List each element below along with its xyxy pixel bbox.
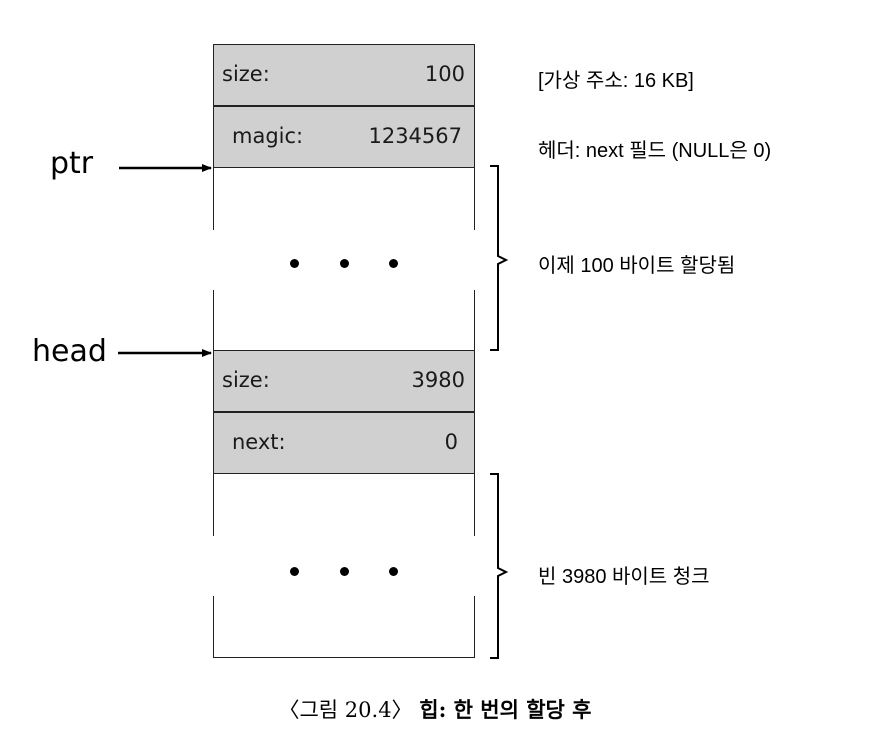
- free-left-wall-top: [213, 474, 214, 536]
- free-size-cell: size: 3980: [213, 350, 475, 412]
- ellipsis-dot: [290, 259, 299, 268]
- free-chunk-note: 빈 3980 바이트 청크: [538, 566, 710, 588]
- allocated-left-wall-bottom: [213, 290, 214, 350]
- ellipsis-dot: [340, 259, 349, 268]
- free-right-wall-bottom: [474, 596, 475, 658]
- magic-value: 1234567: [368, 124, 462, 148]
- magic-key: magic:: [232, 124, 304, 148]
- magic-cell: magic: 1234567: [213, 106, 475, 168]
- ellipsis-dot: [389, 567, 398, 576]
- used-size-key: size:: [222, 62, 270, 86]
- caption-prefix: 〈그림 20.4〉: [278, 698, 413, 722]
- ellipsis-dot: [290, 567, 299, 576]
- ellipsis-dot: [389, 259, 398, 268]
- free-right-wall-top: [474, 474, 475, 536]
- used-size-value: 100: [424, 62, 465, 86]
- next-key: next:: [232, 430, 286, 454]
- free-bottom-edge: [213, 657, 475, 658]
- ptr-label: ptr: [50, 146, 94, 181]
- allocated-note: 이제 100 바이트 할당됨: [538, 255, 736, 277]
- allocated-right-wall-bottom: [474, 290, 475, 350]
- virtual-address-note: [가상 주소: 16 KB]: [538, 70, 694, 92]
- figure-caption: 〈그림 20.4〉 힙: 한 번의 할당 후: [0, 694, 870, 724]
- next-value: 0: [444, 430, 458, 454]
- head-label: head: [32, 334, 107, 369]
- free-size-key: size:: [222, 368, 270, 392]
- free-brace: [490, 473, 509, 659]
- allocated-brace: [490, 165, 509, 351]
- next-cell: next: 0: [213, 412, 475, 474]
- free-left-wall-bottom: [213, 596, 214, 658]
- header-note: 헤더: next 필드 (NULL은 0): [538, 140, 772, 162]
- allocated-right-wall-top: [474, 168, 475, 230]
- ellipsis-dot: [340, 567, 349, 576]
- allocated-left-wall-top: [213, 168, 214, 230]
- used-size-cell: size: 100: [213, 44, 475, 106]
- caption-title: 힙: 한 번의 할당 후: [419, 697, 592, 722]
- free-size-value: 3980: [411, 368, 465, 392]
